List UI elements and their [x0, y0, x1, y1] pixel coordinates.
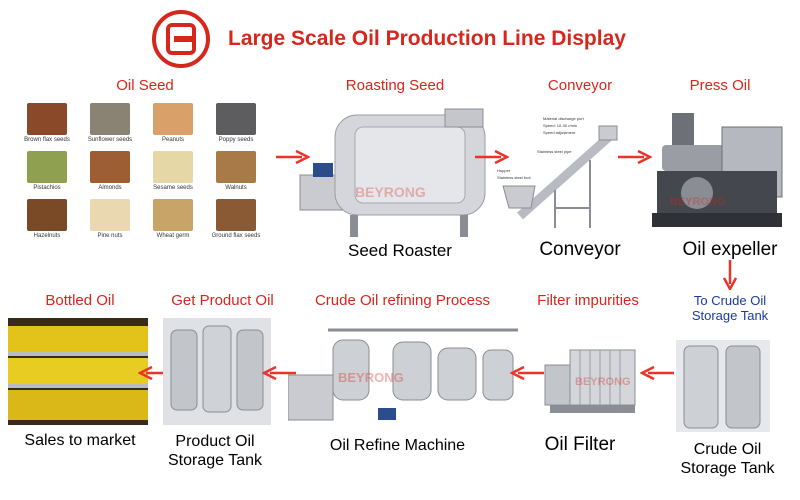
seed-label: Hazelnuts [33, 233, 61, 239]
label-product-storage-tank: Product Oil Storage Tank [150, 432, 280, 470]
to-storage-line-1: To Crude Oil [693, 293, 767, 308]
label-crude-storage-tank: Crude Oil Storage Tank [660, 440, 795, 478]
bottled-oil-image [8, 318, 148, 425]
label-to-crude-storage: To Crude Oil Storage Tank [660, 293, 800, 323]
seed-swatch [153, 199, 193, 231]
label-roasting-seed: Roasting Seed [345, 77, 445, 94]
watermark-text: BEYRONG [338, 370, 404, 385]
oil-filter-image: BEYRONG [544, 349, 636, 413]
seed-label: Wheat germ [156, 233, 190, 239]
seed-label: Ground flax seeds [211, 233, 261, 239]
label-press-oil: Press Oil [689, 77, 751, 94]
crude-storage-tank-image [676, 340, 770, 432]
flow-arrow-left [262, 366, 296, 380]
product-storage-tank-image [163, 318, 271, 425]
seed-swatch [90, 103, 130, 135]
seed-swatch [216, 103, 256, 135]
watermark-text: BEYRONG [355, 184, 426, 200]
seed-swatch [27, 103, 67, 135]
seed-label: Brown flax seeds [24, 137, 70, 143]
flow-arrow-right [475, 150, 509, 164]
crude-tank-line-1: Crude Oil [693, 441, 762, 458]
label-oil-expeller: Oil expeller [682, 239, 778, 260]
crude-tank-line-2: Storage Tank [680, 460, 775, 477]
seed-swatch [216, 151, 256, 183]
flow-arrow-right [276, 150, 310, 164]
label-refining-process: Crude Oil refining Process [314, 292, 491, 309]
product-tank-line-2: Storage Tank [168, 452, 262, 469]
seed-swatch [27, 199, 67, 231]
label-seed-roaster: Seed Roaster [348, 241, 452, 260]
seed-label: Poppy seeds [218, 137, 254, 143]
conveyor-note: Material discharge port [543, 116, 585, 121]
to-storage-line-2: Storage Tank [691, 308, 769, 323]
seed-label: Pine nuts [97, 233, 123, 239]
oil-refine-machine-image: BEYRONG [288, 328, 518, 421]
flow-arrow-left [510, 366, 544, 380]
seed-label: Almonds [98, 185, 122, 191]
conveyor-note: Speed adjustment [543, 130, 576, 135]
company-logo [152, 10, 210, 68]
label-oil-refine-machine: Oil Refine Machine [329, 437, 466, 454]
watermark-text: BEYRONG [670, 196, 726, 208]
watermark-text: BEYRONG [575, 376, 631, 388]
seed-swatch [90, 199, 130, 231]
seed-swatch [90, 151, 130, 183]
label-filter-impurities: Filter impurities [537, 292, 639, 309]
conveyor-image: Material discharge port Speed: 10-30 r/m… [497, 116, 618, 228]
conveyor-note: Speed: 10-30 r/min [543, 123, 577, 128]
label-bottled-oil: Bottled Oil [45, 292, 115, 309]
seed-grid: Brown flax seeds Sunflower seeds Peanuts Po… [18, 103, 268, 248]
seed-swatch [27, 151, 67, 183]
label-oil-seed: Oil Seed [116, 77, 174, 94]
seed-label: Walnuts [225, 185, 247, 191]
flow-arrow-down [723, 260, 737, 290]
seed-roaster-image: BEYRONG [299, 108, 486, 237]
seed-label: Sesame seeds [153, 185, 193, 191]
conveyor-note: Stainless steel pipe [537, 149, 572, 154]
flow-arrow-right [618, 150, 652, 164]
oil-expeller-image: BEYRONG [652, 113, 783, 227]
page-title: Large Scale Oil Production Line Display [228, 27, 626, 50]
flow-arrow-left [640, 366, 674, 380]
seed-label: Sunflower seeds [87, 137, 133, 143]
seed-swatch [216, 199, 256, 231]
seed-swatch [153, 151, 193, 183]
seed-label: Pistachios [33, 185, 61, 191]
label-get-product-oil: Get Product Oil [171, 292, 274, 309]
seed-label: Peanuts [161, 137, 185, 143]
label-oil-filter: Oil Filter [544, 434, 616, 455]
label-sales-to-market: Sales to market [24, 432, 136, 449]
product-tank-line-1: Product Oil [175, 433, 255, 450]
label-conveyor-top: Conveyor [547, 77, 613, 94]
conveyor-note: Stainless steel foot [497, 175, 531, 180]
conveyor-note: Hopper [497, 168, 511, 173]
label-conveyor: Conveyor [539, 239, 621, 260]
seed-swatch [153, 103, 193, 135]
